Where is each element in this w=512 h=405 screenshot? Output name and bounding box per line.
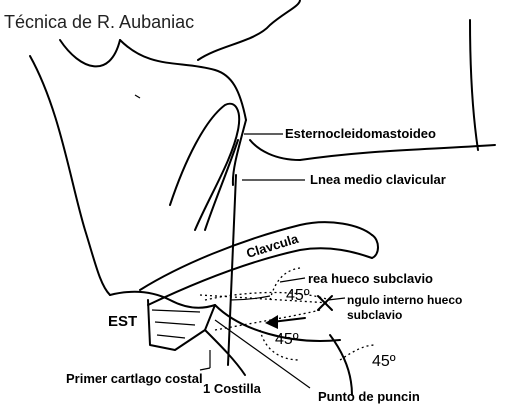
- label-first-rib: 1 Costilla: [203, 381, 262, 396]
- sternum-rib-region: [110, 292, 340, 375]
- label-subclavian-hollow: rea hueco subclavio: [308, 271, 433, 286]
- sternocleidomastoid-muscle: [170, 104, 239, 230]
- label-internal-angle: ngulo interno hueco: [347, 293, 462, 307]
- angle-label-upper: 45º: [286, 287, 310, 304]
- label-midclavicular-line: Lnea medio clavicular: [310, 172, 446, 187]
- angle-label-right: 45º: [372, 353, 396, 370]
- clavicle: [140, 222, 378, 305]
- diagram-title: Técnica de R. Aubaniac: [4, 12, 194, 32]
- label-sternocleidomastoid: Esternocleidomastoideo: [285, 126, 436, 141]
- angle-label-lower: 45º: [275, 331, 299, 348]
- label-est: EST: [108, 313, 137, 330]
- label-puncture-point: Punto de puncin: [318, 389, 420, 404]
- label-first-costal-cartilage: Primer cartlago costal: [66, 371, 203, 386]
- puncture-direction: [200, 293, 330, 331]
- label-internal-angle-subclavian: subclavio: [347, 308, 402, 322]
